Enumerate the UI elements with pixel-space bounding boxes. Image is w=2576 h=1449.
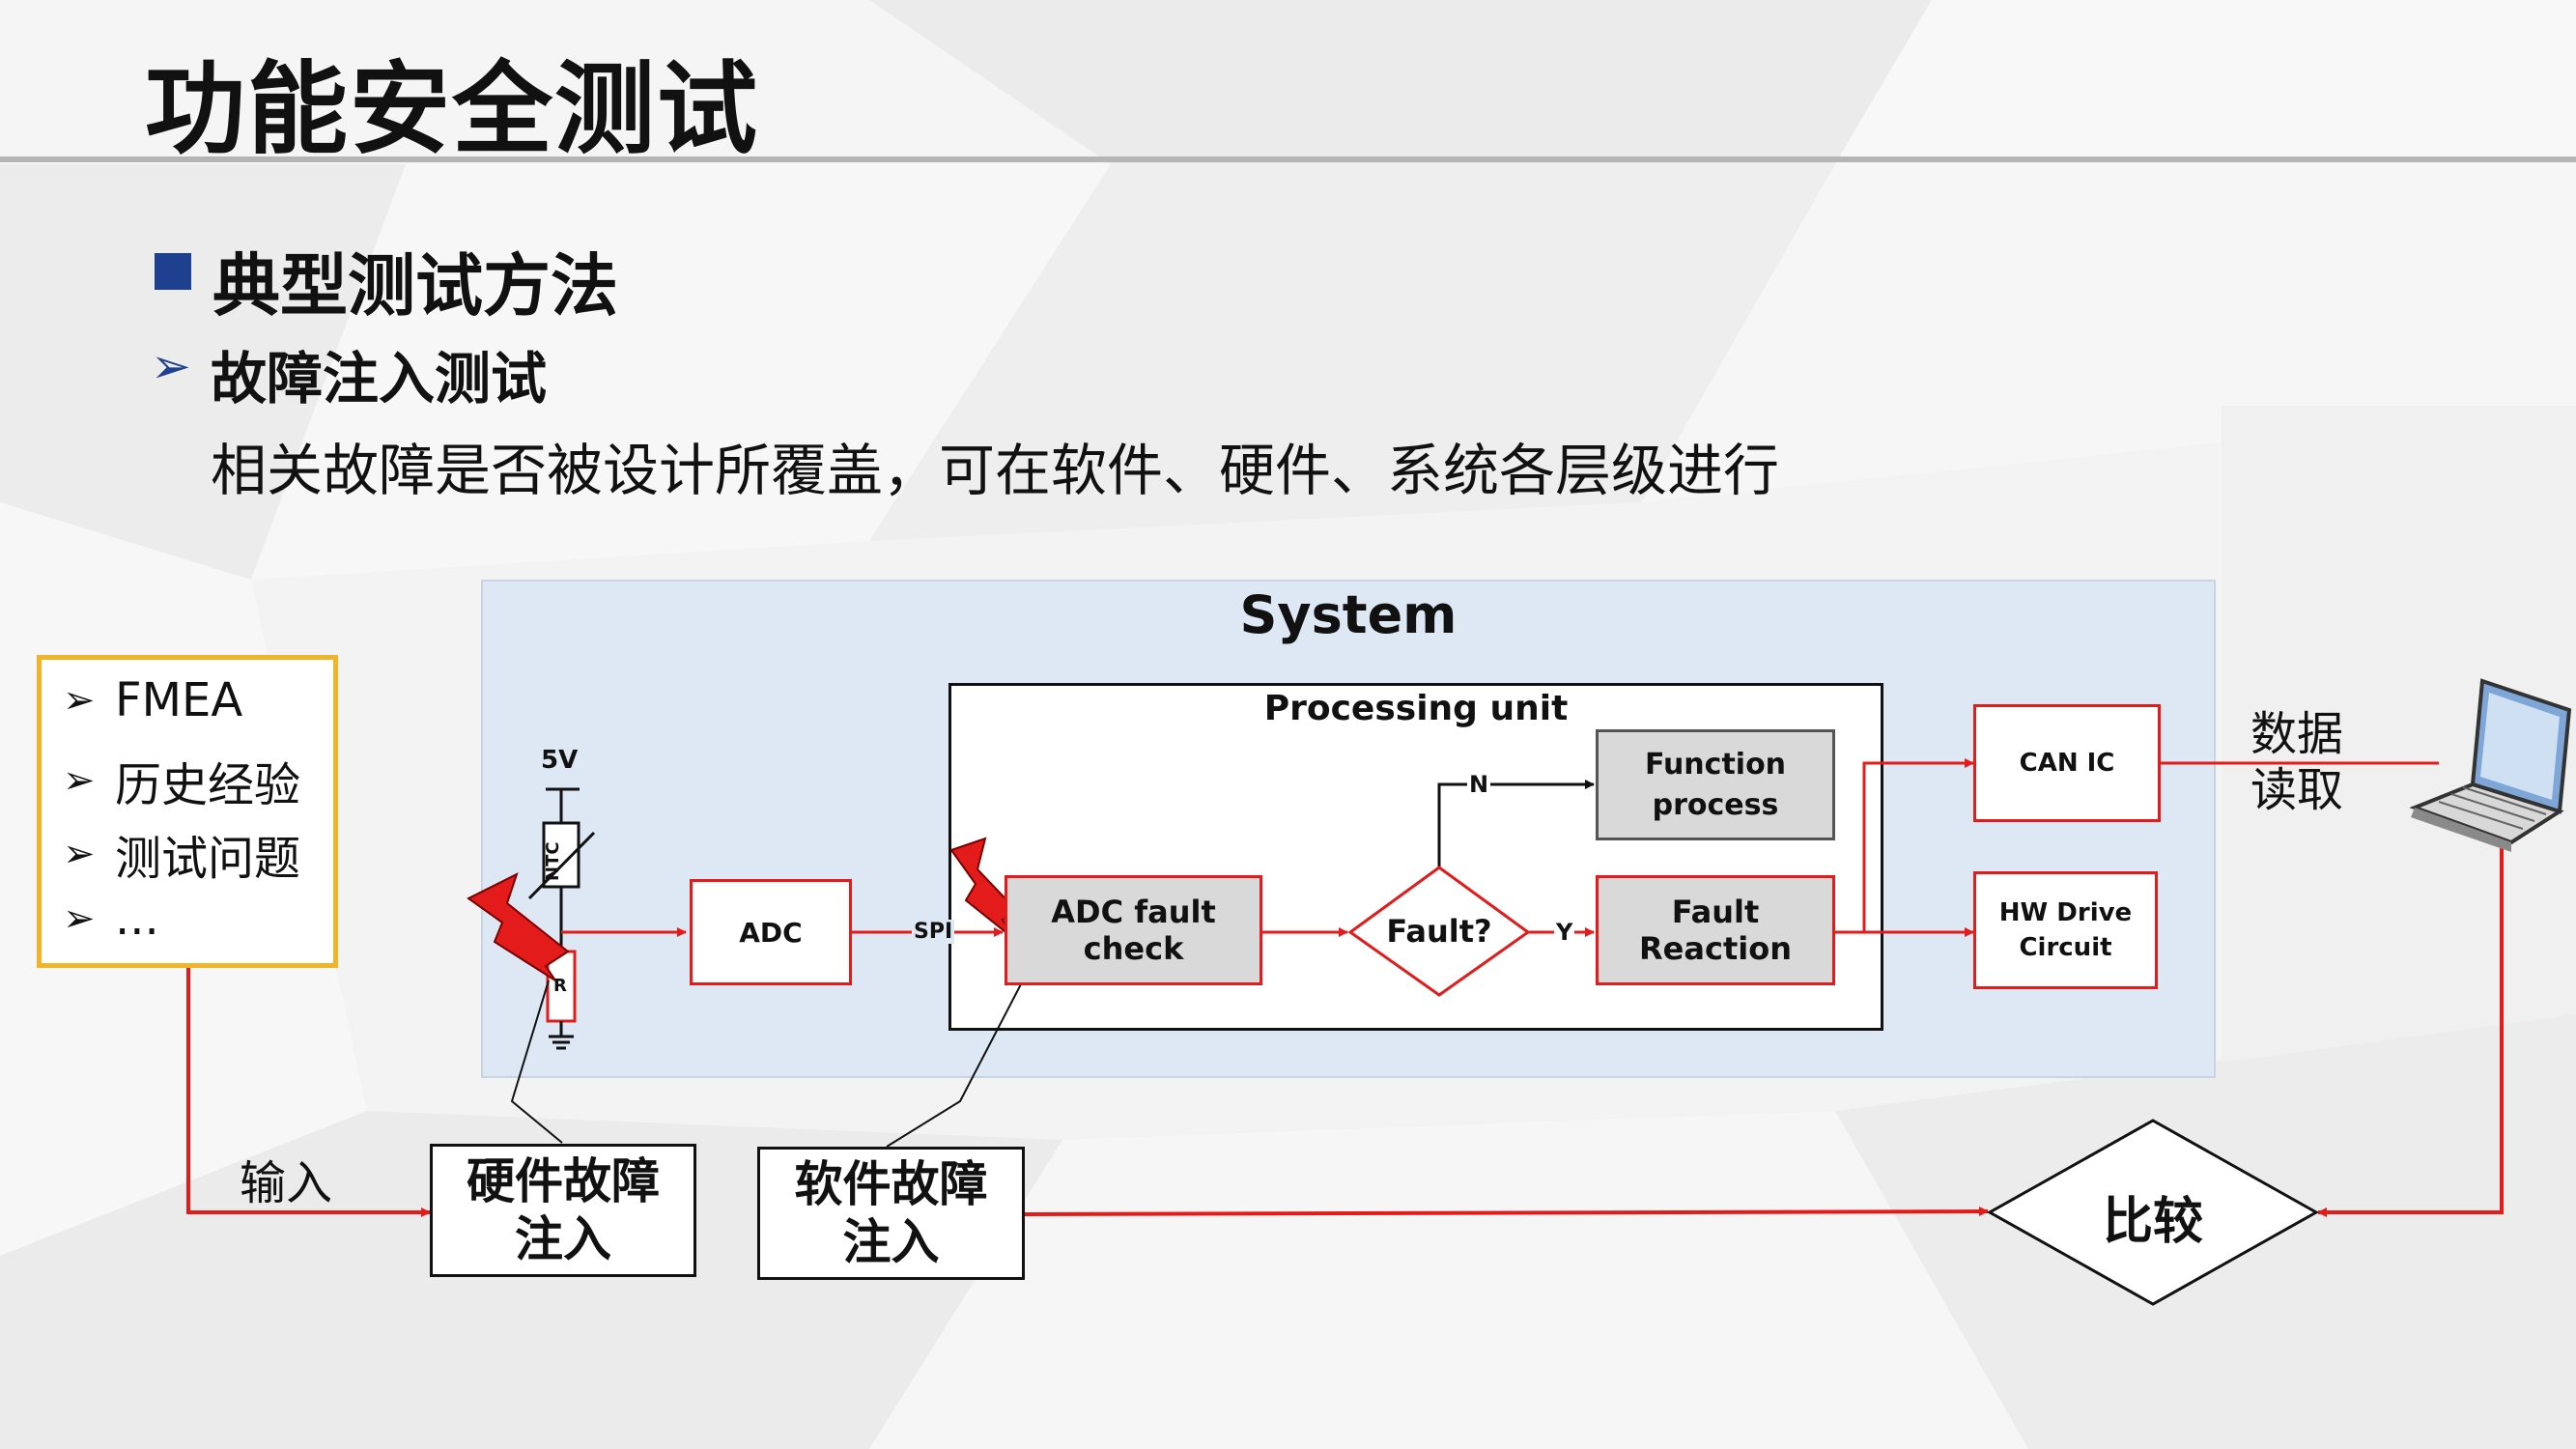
fault-decision-label: Fault? bbox=[1386, 913, 1492, 950]
adc-block: ADC bbox=[690, 879, 852, 985]
can-ic-label: CAN IC bbox=[2019, 749, 2115, 778]
arrow-bullet-icon: ➢ bbox=[63, 678, 96, 723]
function-process-line2: process bbox=[1652, 787, 1779, 822]
list-item: ➢测试问题 bbox=[63, 832, 301, 886]
square-bullet-icon bbox=[155, 253, 191, 290]
description-text: 相关故障是否被设计所覆盖，可在软件、硬件、系统各层级进行 bbox=[211, 438, 1780, 503]
resistor-label: R bbox=[553, 976, 567, 996]
function-process-block: Function process bbox=[1596, 729, 1835, 840]
input-label: 输入 bbox=[240, 1156, 333, 1210]
can-ic-block: CAN IC bbox=[1973, 704, 2161, 822]
arrow-bullet-icon: ➢ bbox=[63, 758, 96, 803]
compare-label: 比较 bbox=[2102, 1193, 2203, 1251]
no-label: N bbox=[1467, 771, 1491, 798]
arrow-bullet-icon: ➢ bbox=[63, 896, 96, 941]
arrow-bullet-icon: ➢ bbox=[151, 338, 191, 394]
sw-injection-box: 软件故障 注入 bbox=[757, 1147, 1025, 1280]
compare-diamond bbox=[1986, 1119, 2320, 1306]
arrow-bullet-icon: ➢ bbox=[63, 832, 96, 876]
hw-drive-line1: HW Drive bbox=[1998, 897, 2133, 927]
function-process-line1: Function bbox=[1644, 747, 1787, 781]
list-item: ➢历史经验 bbox=[63, 758, 301, 812]
sw-injection-line2: 注入 bbox=[842, 1214, 940, 1270]
input-sources-box: ➢FMEA ➢历史经验 ➢测试问题 ➢... bbox=[37, 655, 338, 968]
data-read-line1: 数据 bbox=[2250, 707, 2344, 761]
hw-injection-line2: 注入 bbox=[515, 1211, 611, 1267]
laptop-icon bbox=[2409, 678, 2572, 852]
hw-drive-line2: Circuit bbox=[2019, 933, 2112, 962]
fault-decision-diamond bbox=[1347, 866, 1531, 997]
lightning-icon bbox=[467, 872, 570, 981]
data-read-label: 数据 读取 bbox=[2250, 707, 2343, 818]
fault-reaction-block: Fault Reaction bbox=[1596, 875, 1835, 985]
lightning-icon bbox=[949, 837, 1021, 940]
processing-unit-label: Processing unit bbox=[1263, 689, 1569, 728]
sensor-circuit bbox=[527, 787, 596, 1050]
list-item: ➢... bbox=[63, 892, 159, 946]
sw-injection-line1: 软件故障 bbox=[794, 1156, 988, 1212]
yes-label: Y bbox=[1554, 919, 1575, 946]
fault-reaction-label: Fault Reaction bbox=[1639, 894, 1792, 967]
hw-drive-block: HW Drive Circuit bbox=[1973, 871, 2158, 989]
slide-title: 功能安全测试 bbox=[145, 50, 760, 168]
list-item: ➢FMEA bbox=[63, 673, 243, 727]
section-heading: 典型测试方法 bbox=[212, 246, 618, 326]
data-read-line2: 读取 bbox=[2250, 762, 2344, 817]
hw-injection-box: 硬件故障 注入 bbox=[430, 1144, 696, 1277]
adc-label: ADC bbox=[739, 916, 803, 949]
spi-label: SPI bbox=[912, 920, 955, 944]
voltage-label: 5V bbox=[541, 746, 579, 775]
title-divider bbox=[0, 156, 2576, 162]
ntc-label: NTC bbox=[543, 841, 563, 881]
hw-injection-line1: 硬件故障 bbox=[467, 1153, 660, 1209]
sub-heading: 故障注入测试 bbox=[211, 346, 548, 412]
system-label: System bbox=[1239, 584, 1458, 645]
adc-fault-check-block: ADC fault check bbox=[1005, 875, 1262, 985]
adc-fault-check-label: ADC fault check bbox=[1051, 894, 1216, 967]
